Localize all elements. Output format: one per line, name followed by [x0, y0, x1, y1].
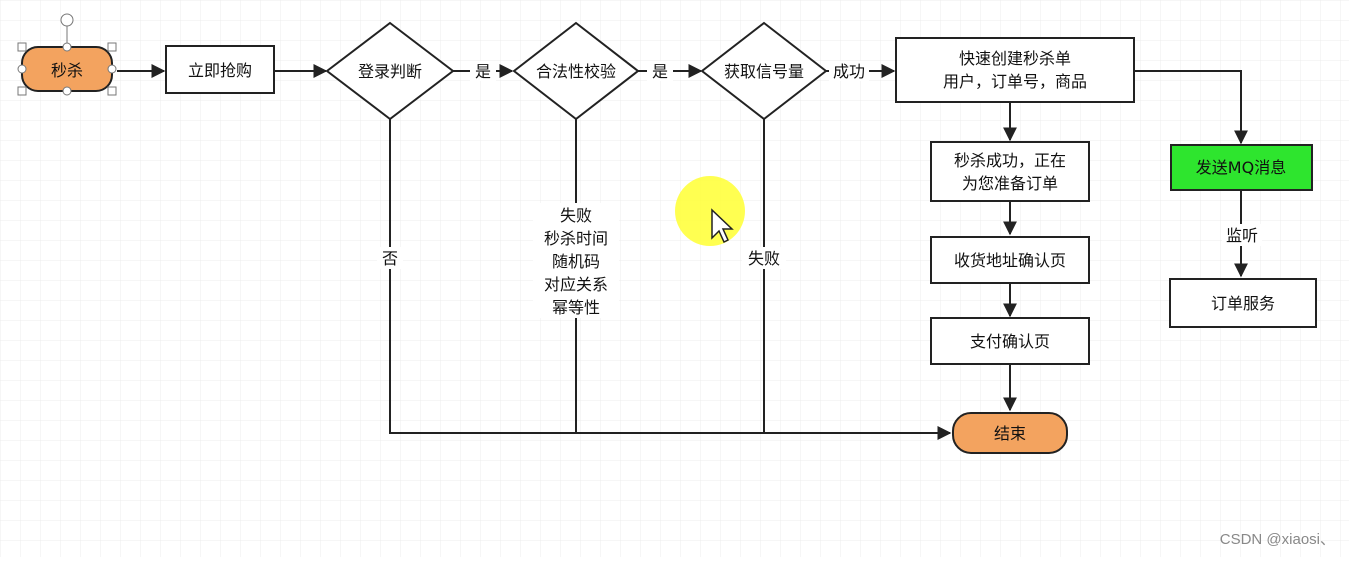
- edge-label-success: 成功: [833, 62, 865, 81]
- node-pay-confirm[interactable]: 支付确认页: [930, 317, 1090, 365]
- node-order-service[interactable]: 订单服务: [1169, 278, 1317, 328]
- edge-label-fail-line-5: 幂等性: [552, 298, 600, 317]
- node-create-order[interactable]: 快速创建秒杀单 用户，订单号，商品: [895, 37, 1135, 103]
- rotate-handle[interactable]: [60, 13, 74, 27]
- node-address-confirm-label: 收货地址确认页: [954, 251, 1066, 270]
- resize-handle-t[interactable]: [62, 42, 72, 52]
- node-create-order-line-1: 快速创建秒杀单: [959, 49, 1071, 68]
- node-order-service-label: 订单服务: [1211, 294, 1275, 313]
- node-send-mq[interactable]: 发送MQ消息: [1170, 144, 1313, 191]
- node-get-semaphore-label: 获取信号量: [724, 62, 804, 81]
- node-address-confirm[interactable]: 收货地址确认页: [930, 236, 1090, 284]
- node-buy-now-label: 立即抢购: [188, 61, 252, 80]
- node-login-check[interactable]: 登录判断: [325, 21, 455, 121]
- edge-label-yes-1: 是: [475, 62, 491, 81]
- cursor-highlight: [675, 176, 745, 246]
- node-create-order-line-2: 用户，订单号，商品: [943, 72, 1087, 91]
- mouse-cursor-icon: [711, 208, 734, 244]
- resize-handle-b[interactable]: [62, 86, 72, 96]
- node-login-check-label: 登录判断: [358, 62, 422, 81]
- node-success-message[interactable]: 秒杀成功，正在 为您准备订单: [930, 141, 1090, 202]
- node-end[interactable]: 结束: [952, 412, 1068, 454]
- edge-label-fail-line-3: 随机码: [552, 252, 600, 271]
- node-end-label: 结束: [994, 424, 1026, 443]
- edge-label-no: 否: [382, 249, 398, 268]
- node-legit-check[interactable]: 合法性校验: [512, 21, 640, 121]
- node-buy-now[interactable]: 立即抢购: [165, 45, 275, 94]
- edge-label-yes-2: 是: [652, 62, 668, 81]
- watermark: CSDN @xiaosi、: [1219, 531, 1335, 548]
- resize-handle-tl[interactable]: [17, 42, 27, 52]
- node-miaosha-label: 秒杀: [51, 61, 83, 80]
- node-miaosha[interactable]: 秒杀: [21, 46, 113, 92]
- edge-label-fail-line-1: 失败: [560, 206, 592, 225]
- edge-label-listen: 监听: [1226, 226, 1258, 245]
- edge-label-fail: 失败: [748, 249, 780, 268]
- resize-handle-r[interactable]: [107, 64, 117, 74]
- node-pay-confirm-label: 支付确认页: [970, 332, 1050, 351]
- edge-label-fail-line-4: 对应关系: [544, 275, 608, 294]
- node-get-semaphore[interactable]: 获取信号量: [700, 21, 828, 121]
- edge-label-fail-line-2: 秒杀时间: [544, 229, 608, 248]
- node-success-message-line-1: 秒杀成功，正在: [954, 151, 1066, 170]
- node-legit-check-label: 合法性校验: [536, 62, 616, 81]
- resize-handle-br[interactable]: [107, 86, 117, 96]
- resize-handle-bl[interactable]: [17, 86, 27, 96]
- edge-create-to-mq: [1135, 70, 1248, 145]
- resize-handle-l[interactable]: [17, 64, 27, 74]
- node-send-mq-label: 发送MQ消息: [1196, 158, 1286, 177]
- resize-handle-tr[interactable]: [107, 42, 117, 52]
- node-success-message-line-2: 为您准备订单: [962, 174, 1058, 193]
- selection-handles[interactable]: [17, 13, 117, 96]
